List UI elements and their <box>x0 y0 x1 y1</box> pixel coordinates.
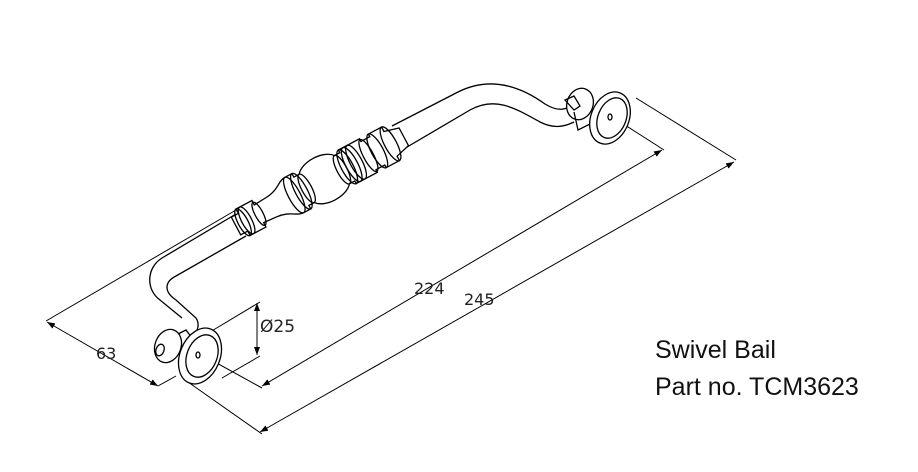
product-name: Swivel Bail <box>655 336 776 364</box>
right-rosette <box>563 87 631 145</box>
dimension-diameter-25 <box>209 301 261 379</box>
dimension-245 <box>187 97 737 435</box>
dimension-label-63: 63 <box>96 344 117 363</box>
part-number: Part no. TCM3623 <box>655 373 859 401</box>
left-rosette <box>153 327 223 385</box>
dimension-63 <box>45 209 237 387</box>
bail-right-arm <box>391 83 575 127</box>
handle-baluster <box>230 126 410 237</box>
dimension-label-diameter: Ø25 <box>260 317 296 337</box>
dimension-label-224: 224 <box>414 279 445 298</box>
dimension-224 <box>203 117 665 389</box>
bail-left-arm <box>149 213 237 319</box>
dimension-label-245: 245 <box>464 290 495 309</box>
